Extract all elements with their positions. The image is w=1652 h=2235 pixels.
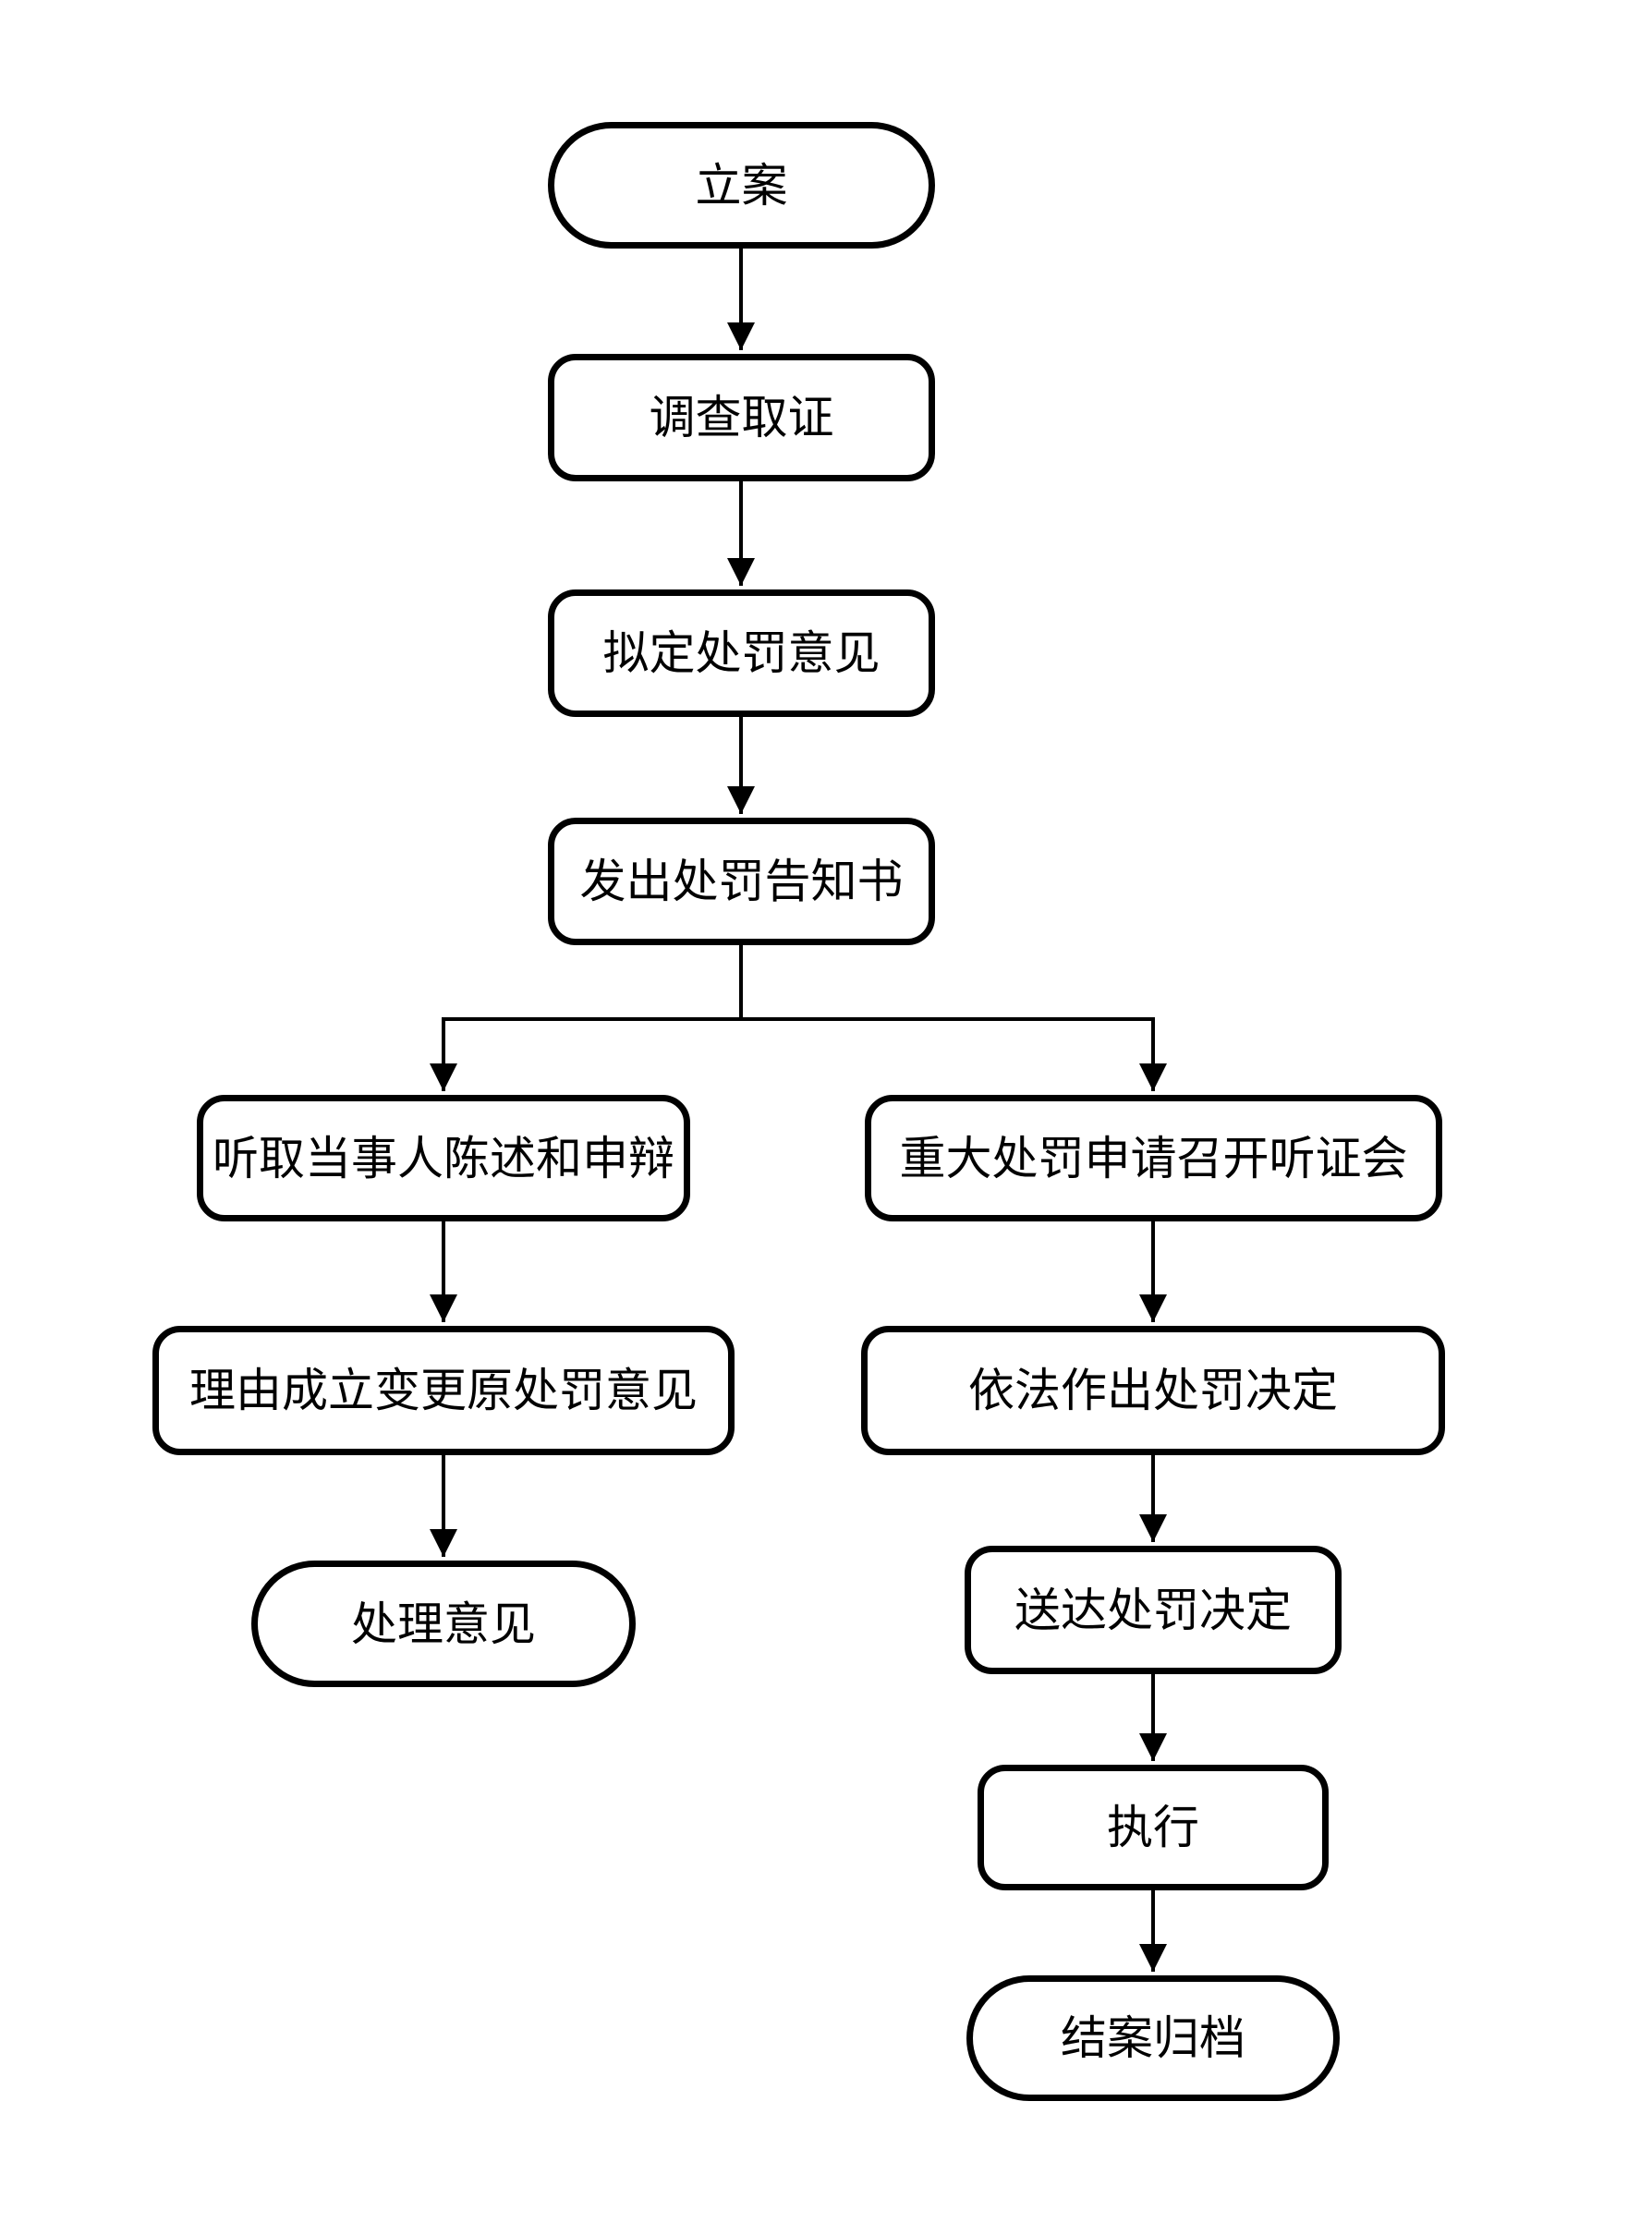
- node-execute-label: 执行: [1107, 1801, 1199, 1854]
- node-penalty-decision: 依法作出处罚决定: [861, 1326, 1445, 1455]
- node-filing-label: 立案: [695, 158, 788, 213]
- node-penalty-notice: 发出处罚告知书: [548, 818, 935, 945]
- node-hearing-label: 重大处罚申请召开听证会: [899, 1131, 1408, 1185]
- node-handling-opinion-label: 处理意见: [351, 1597, 536, 1651]
- node-investigation: 调查取证: [548, 354, 935, 481]
- node-execute: 执行: [978, 1765, 1329, 1890]
- node-hearing: 重大处罚申请召开听证会: [865, 1095, 1442, 1221]
- node-change-opinion: 理由成立变更原处罚意见: [152, 1326, 735, 1455]
- node-archive-label: 结案归档: [1061, 2011, 1245, 2065]
- node-penalty-decision-label: 依法作出处罚决定: [968, 1364, 1338, 1417]
- node-statement-defense: 听取当事人陈述和申辩: [197, 1095, 690, 1221]
- node-deliver-decision: 送达处罚决定: [965, 1546, 1342, 1674]
- node-draft-opinion: 拟定处罚意见: [548, 589, 935, 717]
- node-handling-opinion: 处理意见: [251, 1561, 636, 1687]
- node-statement-defense-label: 听取当事人陈述和申辩: [213, 1131, 674, 1185]
- node-filing: 立案: [548, 122, 935, 249]
- node-penalty-notice-label: 发出处罚告知书: [579, 855, 904, 908]
- node-investigation-label: 调查取证: [649, 391, 834, 444]
- node-change-opinion-label: 理由成立变更原处罚意见: [189, 1364, 698, 1417]
- node-draft-opinion-label: 拟定处罚意见: [602, 626, 881, 680]
- node-archive: 结案归档: [966, 1975, 1340, 2101]
- node-deliver-decision-label: 送达处罚决定: [1014, 1583, 1292, 1637]
